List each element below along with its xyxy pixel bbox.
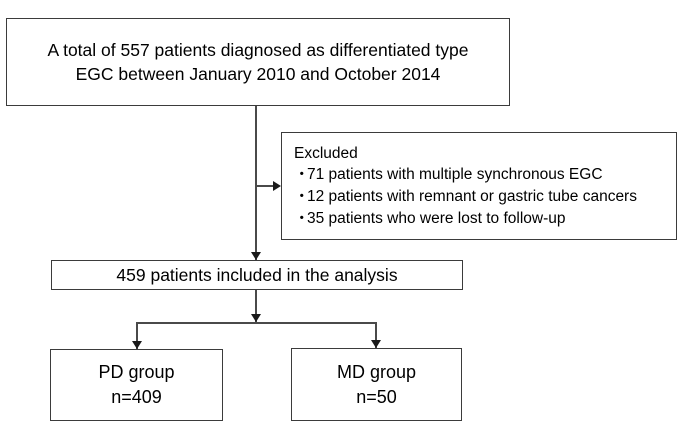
edge-cohort-to-included-trunk: [255, 106, 257, 260]
cohort-line-2: EGC between January 2010 and October 201…: [75, 64, 441, 84]
excluded-item-3-text: 35 patients who were lost to follow-up: [307, 209, 566, 227]
edge-included-to-md: [375, 322, 377, 348]
node-cohort: A total of 557 patients diagnosed as dif…: [6, 18, 510, 106]
excluded-item-2: ・ 12 patients with remnant or gastric tu…: [294, 186, 637, 208]
excluded-item-2-text: 12 patients with remnant or gastric tube…: [307, 187, 637, 205]
excluded-heading: Excluded: [294, 144, 358, 162]
node-pd-group: PD group n=409: [50, 349, 223, 421]
edge-split-bar: [136, 322, 377, 324]
md-group-count: n=50: [356, 386, 397, 407]
cohort-line-1: A total of 557 patients diagnosed as dif…: [47, 40, 469, 60]
edge-included-split-arrowhead: [251, 314, 261, 322]
edge-included-to-pd: [136, 322, 138, 349]
pd-group-label: PD group: [98, 362, 175, 382]
bullet-icon: ・: [294, 187, 310, 205]
bullet-icon: ・: [294, 209, 310, 227]
node-included: 459 patients included in the analysis: [51, 260, 463, 290]
pd-group-count: n=409: [111, 387, 162, 407]
edge-cohort-to-excluded-arrowhead: [273, 181, 281, 191]
node-md-group: MD group n=50: [291, 348, 462, 421]
excluded-item-1-text: 71 patients with multiple synchronous EG…: [307, 165, 603, 183]
md-group-label: MD group: [336, 361, 417, 382]
edge-included-to-md-arrowhead: [371, 340, 381, 348]
excluded-item-1: ・ 71 patients with multiple synchronous …: [294, 164, 603, 186]
edge-cohort-to-included-arrowhead: [251, 252, 261, 260]
included-text: 459 patients included in the analysis: [116, 265, 398, 285]
edge-included-split-stem: [255, 290, 257, 322]
node-excluded: Excluded ・ 71 patients with multiple syn…: [281, 132, 677, 240]
bullet-icon: ・: [294, 165, 310, 183]
excluded-item-3: ・ 35 patients who were lost to follow-up: [294, 208, 565, 230]
edge-included-to-pd-arrowhead: [132, 341, 142, 349]
edge-cohort-to-excluded-stem: [255, 185, 275, 187]
